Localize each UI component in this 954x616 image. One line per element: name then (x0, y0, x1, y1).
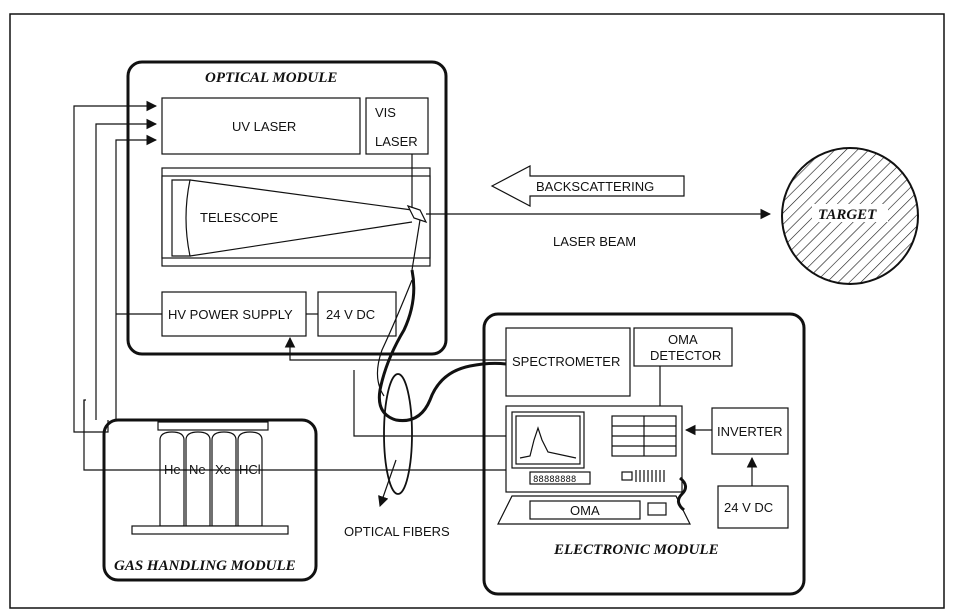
oma-detector-label-1: OMA (668, 332, 698, 347)
oma-vent-grille (635, 470, 665, 482)
inverter-box (711, 407, 789, 455)
cylinder-xe (211, 431, 237, 527)
secondary-mirror (406, 204, 428, 224)
optical-fiber-secondary (376, 279, 413, 397)
vis-laser-box (365, 97, 429, 155)
gas-module-box (102, 418, 318, 582)
oma-to-gas-line (83, 400, 506, 471)
telescope-ray-bottom (189, 221, 413, 257)
uv-laser-box (161, 97, 361, 155)
dc-bottom-label: 24 V DC (724, 500, 773, 515)
oma-control-line (353, 370, 506, 437)
oma-spectrum-trace (519, 426, 577, 459)
dc-bottom-box (717, 485, 789, 529)
optical-module-box (126, 60, 448, 356)
optical-module-title: OPTICAL MODULE (205, 70, 337, 86)
oma-detector-box (633, 327, 733, 367)
inverter-label: INVERTER (717, 424, 783, 439)
fiber-pointer-arrow (378, 459, 397, 508)
keyboard-cable (677, 476, 687, 512)
oma-digits: 88888888 (533, 475, 576, 485)
cylinder-ne (185, 431, 211, 527)
optical-fiber-to-spectrometer (377, 269, 507, 423)
telescope-ray-top (189, 179, 413, 211)
telescope-label: TELESCOPE (200, 210, 278, 225)
vis-label: VIS (375, 105, 396, 120)
keyboard-label-box (529, 500, 641, 520)
telescope-mirror (171, 179, 191, 257)
optical-fibers-label: OPTICAL FIBERS (344, 524, 450, 539)
dc-top-box (317, 291, 397, 337)
spectrometer-box (505, 327, 631, 397)
keyboard-key (647, 502, 667, 516)
fiber-bundle-ellipse (383, 373, 413, 495)
manifold (157, 421, 269, 431)
outer-frame (9, 13, 945, 609)
hv-power-label: HV POWER SUPPLY (168, 307, 293, 322)
target-label: TARGET (818, 207, 877, 223)
oma-button (621, 471, 633, 481)
backscattering-label: BACKSCATTERING (536, 179, 654, 194)
oma-digit-display (529, 471, 591, 485)
telescope-inner-frame (161, 175, 431, 259)
uv-laser-label: UV LASER (232, 119, 296, 134)
gas-module-title: GAS HANDLING MODULE (114, 558, 296, 574)
hv-power-supply-box (161, 291, 307, 337)
cylinder-he (159, 431, 185, 527)
fiber-link (411, 219, 421, 271)
target-label-bg (812, 204, 888, 222)
gas-line-3 (115, 134, 158, 420)
oma-detector-label-2: DETECTOR (650, 348, 721, 363)
vis-laser-label: LASER (375, 134, 418, 149)
gas-line-1 (73, 100, 158, 433)
electronic-module-title: ELECTRONIC MODULE (553, 542, 719, 558)
cylinder-hcl (237, 431, 263, 527)
electronic-module-box (482, 312, 806, 596)
oma-label: OMA (570, 503, 600, 518)
backscattering-arrow (490, 165, 685, 207)
dc-top-label: 24 V DC (326, 307, 375, 322)
spectrometer-label: SPECTROMETER (512, 354, 620, 369)
gas-cylinders (159, 431, 263, 527)
cylinder-base (131, 525, 289, 535)
gas-line-2 (95, 118, 158, 420)
laser-beam-label: LASER BEAM (553, 234, 636, 249)
control-to-hv-line (284, 336, 506, 361)
